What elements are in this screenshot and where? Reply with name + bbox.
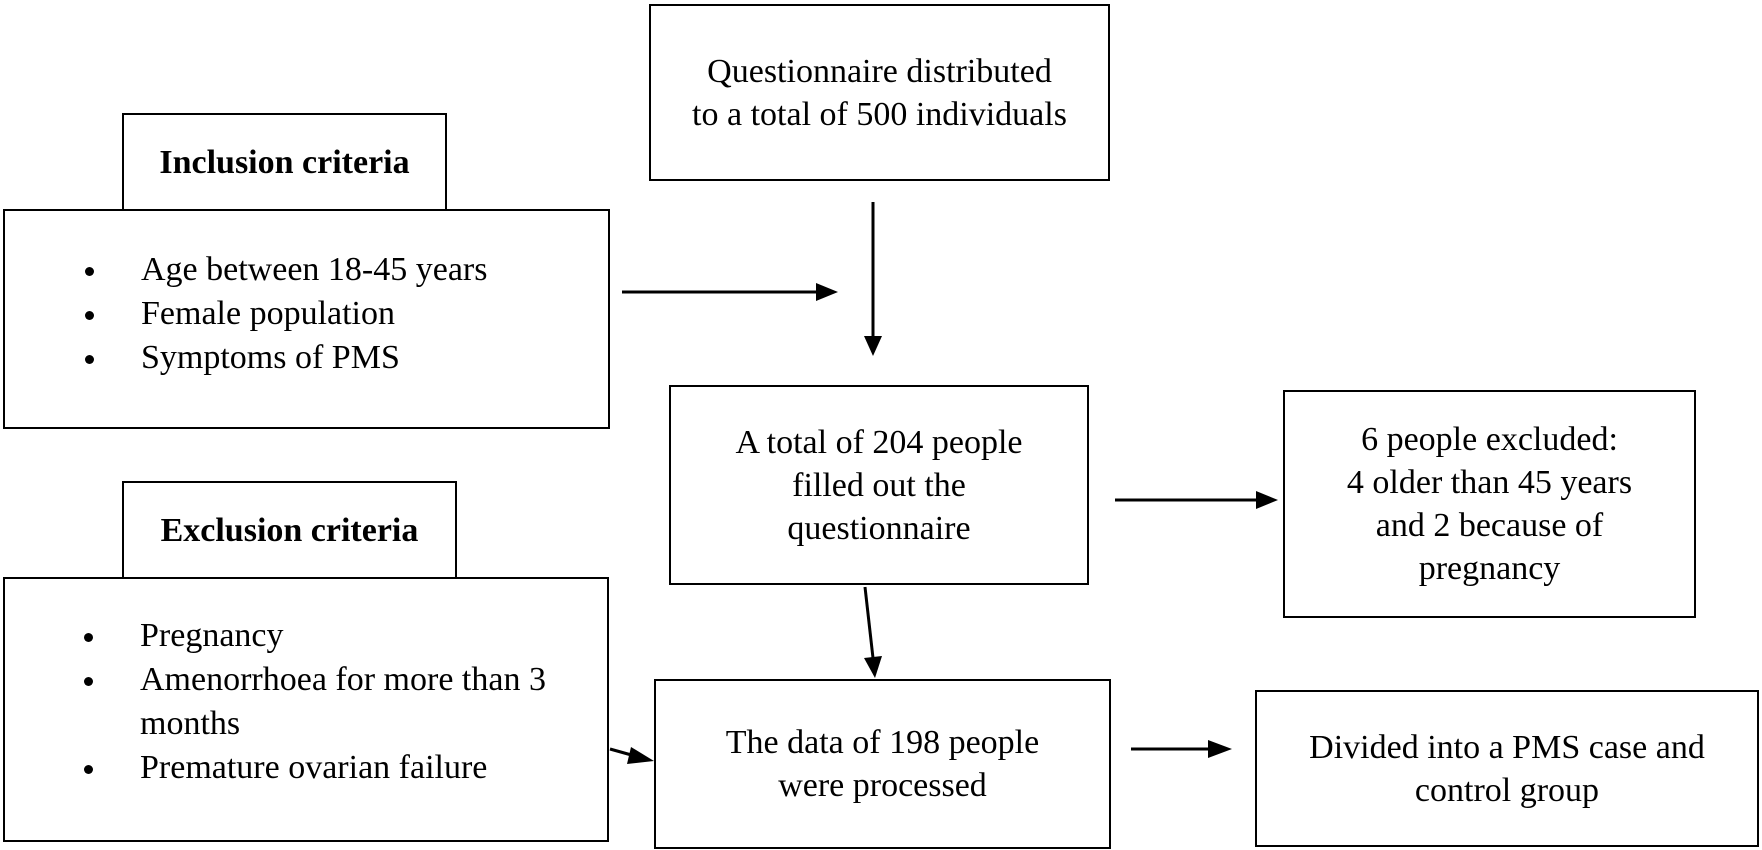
inclusion-criteria-title: Inclusion criteria [159,143,410,181]
arrow-exclusion-to-processed [609,747,636,758]
filled-out-text-line-1: A total of 204 people [735,423,1023,461]
inclusion-criteria-box: Age between 18-45 years Female populatio… [3,209,610,429]
arrow-filled-out-to-processed [863,586,875,659]
excluded-text-line-4: pregnancy [1418,550,1561,587]
excluded-text-line-3: and 2 because of [1375,507,1604,544]
arrowhead-icon [864,336,882,356]
filled-out-text-line-3: questionnaire [787,509,971,547]
arrowhead-icon [1256,491,1278,509]
excluded-text-line-2: 4 older than 45 years [1346,464,1633,501]
bullet-icon [85,311,94,320]
inclusion-item: Symptoms of PMS [85,336,487,380]
bullet-icon [85,267,94,276]
excluded-box: 6 people excluded: 4 older than 45 years… [1283,390,1696,618]
inclusion-criteria-list: Age between 18-45 years Female populatio… [85,248,487,380]
exclusion-criteria-title: Exclusion criteria [160,511,419,549]
inclusion-item: Age between 18-45 years [85,248,487,292]
bullet-icon [84,677,93,686]
filled-out-text-line-2: filled out the [792,466,966,504]
processed-text-line-1: The data of 198 people [725,724,1040,761]
arrowhead-icon [864,656,882,678]
bullet-icon [85,355,94,364]
inclusion-item: Female population [85,292,487,336]
inclusion-criteria-title-box: Inclusion criteria [122,113,447,211]
arrowhead-icon [816,283,838,301]
bullet-icon [84,765,93,774]
divided-text-line-2: control group [1414,771,1600,809]
divided-text-line-1: Divided into a PMS case and [1309,728,1705,766]
exclusion-criteria-title-box: Exclusion criteria [122,481,457,579]
arrowhead-icon [627,747,654,764]
exclusion-item: Pregnancy [84,614,546,658]
arrowhead-icon [1208,740,1232,758]
questionnaire-box: Questionnaire distributed to a total of … [649,4,1110,181]
exclusion-item: Premature ovarian failure [84,746,546,790]
divided-box: Divided into a PMS case and control grou… [1255,690,1759,847]
bullet-icon [84,633,93,642]
questionnaire-text-line-1: Questionnaire distributed [707,52,1052,90]
excluded-text-line-1: 6 people excluded: [1361,421,1618,458]
filled-out-box: A total of 204 people filled out the que… [669,385,1089,585]
processed-text-line-2: were processed [778,767,987,804]
questionnaire-text-line-2: to a total of 500 individuals [692,95,1067,133]
processed-box: The data of 198 people were processed [654,679,1111,849]
